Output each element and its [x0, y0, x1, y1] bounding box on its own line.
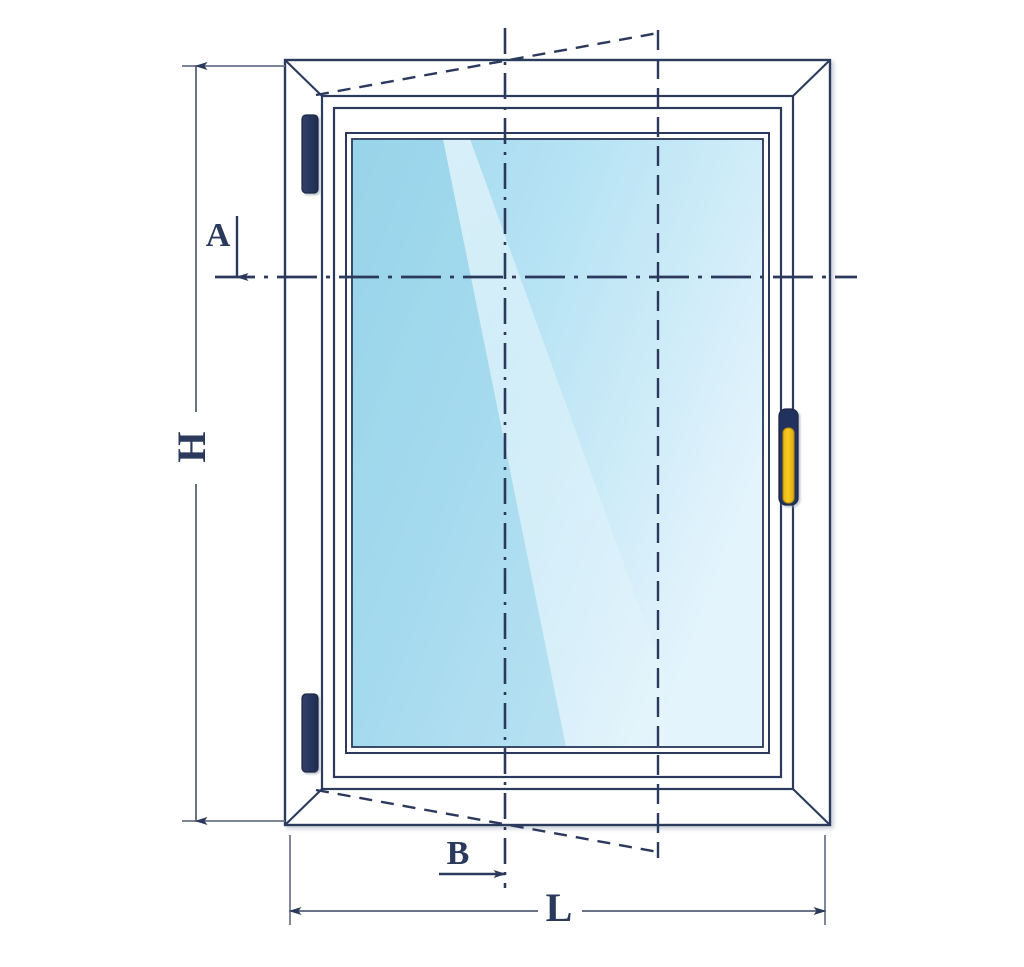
height-label-text: H	[169, 431, 214, 462]
tilt-open-indicator-top	[315, 31, 659, 97]
dimension-top-offset: A	[206, 216, 249, 281]
side-offset-label: B	[447, 835, 470, 872]
mitre-bottom-left	[284, 788, 323, 826]
glass-reflection-sheen	[443, 139, 664, 747]
hinge-top	[301, 114, 319, 194]
glass-reflection-dark	[352, 139, 566, 747]
height-label-knockout	[178, 412, 214, 484]
glass-border	[351, 138, 764, 748]
hinge-bottom-body	[301, 693, 319, 773]
mitre-bottom-right	[792, 788, 831, 826]
tilt-line-top	[315, 31, 659, 97]
dimension-side-offset: B	[439, 835, 507, 878]
dimension-width: L	[288, 835, 827, 934]
glass-pane	[351, 138, 764, 748]
hinge-top-body	[301, 114, 319, 194]
top-offset-label: A	[206, 217, 231, 254]
width-label: L	[546, 885, 573, 930]
width-label-knockout	[538, 888, 582, 934]
hinge-bottom	[301, 693, 319, 773]
window-handle[interactable]	[778, 408, 799, 506]
handle-grip[interactable]	[782, 427, 795, 504]
mitre-top-left	[284, 59, 323, 97]
tilt-open-indicator-bottom	[315, 788, 659, 854]
dimension-height: H H	[169, 62, 285, 825]
tilt-line-bottom	[315, 788, 659, 854]
mitre-top-right	[792, 59, 831, 97]
